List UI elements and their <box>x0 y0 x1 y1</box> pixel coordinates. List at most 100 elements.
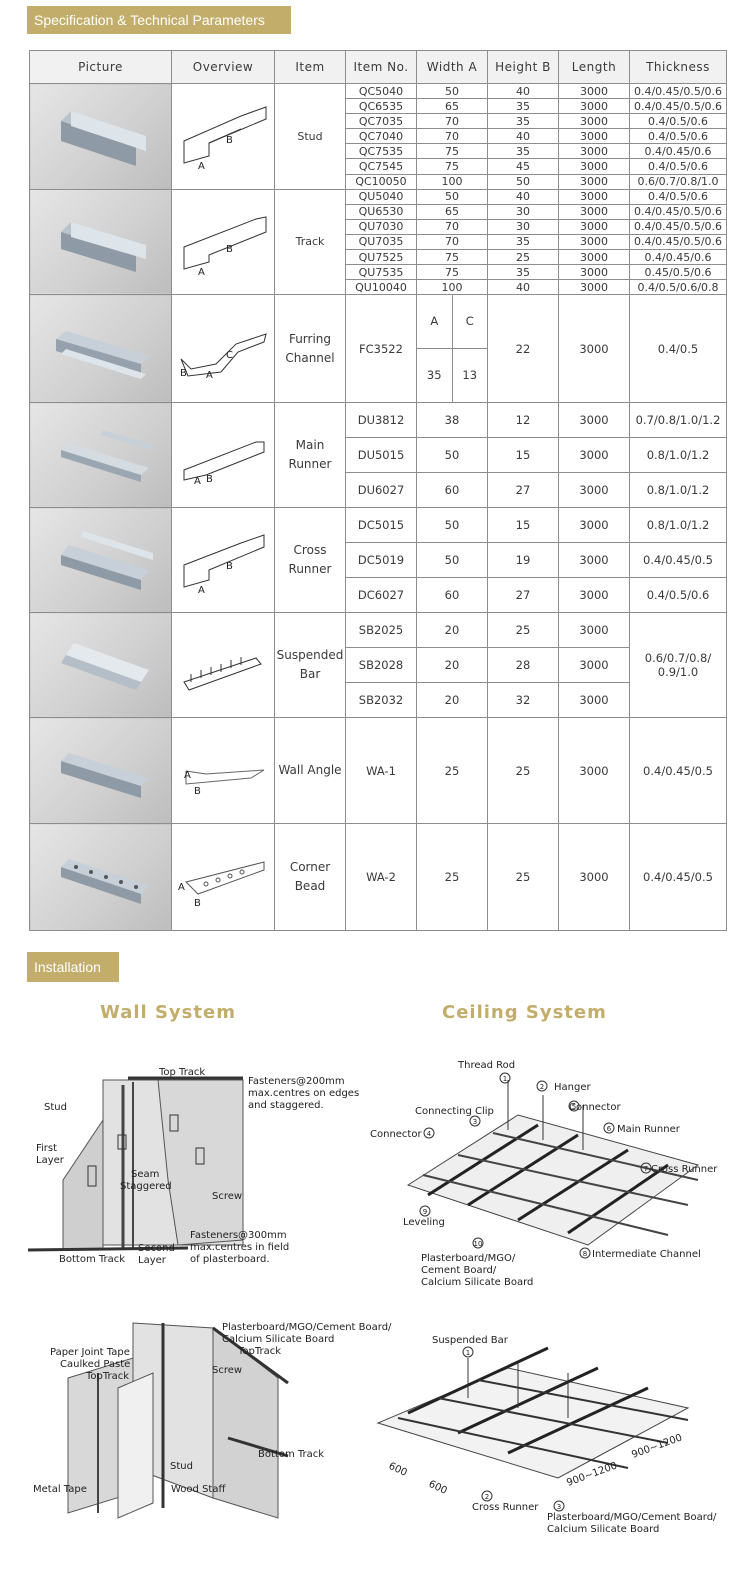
svg-text:6: 6 <box>607 1125 612 1133</box>
suspended-bar-thickness: 0.6/0.7/0.8/0.9/1.0 <box>629 612 727 719</box>
spec-table: Picture Overview Item Item No. Width A H… <box>29 50 727 932</box>
furring-photo <box>29 294 172 404</box>
svg-text:Main Runner: Main Runner <box>617 1124 681 1135</box>
svg-text:1: 1 <box>466 1349 470 1357</box>
svg-text:Seam: Seam <box>131 1169 159 1180</box>
svg-text:Cement Board/: Cement Board/ <box>421 1265 497 1276</box>
corner-bead-photo <box>29 823 172 932</box>
svg-text:of plasterboard.: of plasterboard. <box>190 1254 270 1265</box>
svg-text:Connector: Connector <box>370 1129 422 1140</box>
svg-text:Plasterboard/MGO/Cement Board/: Plasterboard/MGO/Cement Board/ <box>547 1512 717 1523</box>
track-name: Track <box>274 188 346 296</box>
svg-text:Leveling: Leveling <box>403 1217 445 1228</box>
suspended-bar-diagram <box>171 612 275 719</box>
svg-text:A: A <box>198 585 205 595</box>
wall-system-diagram-2: Plasterboard/MGO/Cement Board/ Calcium S… <box>33 1322 392 1519</box>
stud-name: Stud <box>274 83 346 190</box>
svg-text:Connecting Clip: Connecting Clip <box>415 1106 494 1117</box>
svg-text:Staggered: Staggered <box>120 1181 172 1192</box>
svg-text:Second: Second <box>138 1243 175 1254</box>
svg-text:Calcium Silicate Board: Calcium Silicate Board <box>222 1334 334 1345</box>
wall-system-title: Wall System <box>100 1002 236 1023</box>
svg-text:5: 5 <box>572 1103 576 1111</box>
svg-text:Intermediate Channel: Intermediate Channel <box>592 1249 701 1260</box>
svg-text:600: 600 <box>427 1479 449 1497</box>
svg-text:2: 2 <box>540 1083 544 1091</box>
svg-text:B: B <box>226 244 233 255</box>
svg-text:1: 1 <box>503 1075 507 1083</box>
svg-text:B: B <box>226 561 233 572</box>
main-runner-photo <box>29 402 172 509</box>
svg-text:A: A <box>184 770 191 781</box>
svg-text:3: 3 <box>473 1118 477 1126</box>
svg-text:A: A <box>178 882 185 893</box>
svg-text:Plasterboard/MGO/: Plasterboard/MGO/ <box>421 1253 516 1264</box>
svg-text:Calcium Silicate Board: Calcium Silicate Board <box>421 1277 533 1288</box>
col-picture: Picture <box>29 50 172 84</box>
svg-text:B: B <box>226 135 233 146</box>
svg-text:Wood Staff: Wood Staff <box>171 1484 226 1495</box>
svg-text:Hanger: Hanger <box>554 1082 591 1093</box>
svg-text:3: 3 <box>557 1503 561 1511</box>
svg-text:7: 7 <box>644 1165 648 1173</box>
svg-text:Stud: Stud <box>44 1102 67 1113</box>
svg-text:Metal Tape: Metal Tape <box>33 1484 87 1495</box>
svg-text:TopTrack: TopTrack <box>237 1346 281 1357</box>
svg-text:Cross Runner: Cross Runner <box>472 1502 539 1513</box>
svg-text:Bottom Track: Bottom Track <box>258 1449 324 1460</box>
svg-text:A: A <box>198 267 205 277</box>
svg-text:10: 10 <box>474 1240 483 1248</box>
svg-text:B: B <box>194 786 201 797</box>
svg-text:Bottom Track: Bottom Track <box>59 1254 125 1265</box>
col-width-a: Width A <box>416 50 488 84</box>
svg-text:Cross Runner: Cross Runner <box>651 1164 718 1175</box>
ceiling-system-title: Ceiling System <box>442 1002 607 1023</box>
col-length: Length <box>558 50 630 84</box>
svg-text:B: B <box>206 474 213 485</box>
svg-text:8: 8 <box>583 1250 587 1258</box>
svg-text:Paper Joint Tape: Paper Joint Tape <box>50 1347 130 1358</box>
svg-text:Connector: Connector <box>569 1102 621 1113</box>
svg-text:and staggered.: and staggered. <box>248 1100 324 1111</box>
stud-photo <box>29 83 172 190</box>
svg-text:TopTrack: TopTrack <box>85 1371 129 1382</box>
suspended-bar-photo <box>29 612 172 719</box>
svg-text:Thread Rod: Thread Rod <box>457 1060 515 1071</box>
col-overview: Overview <box>171 50 275 84</box>
wall-angle-photo <box>29 717 172 825</box>
svg-text:Top Track: Top Track <box>158 1067 205 1078</box>
svg-text:Screw: Screw <box>212 1191 242 1202</box>
svg-text:Calcium Silicate Board: Calcium Silicate Board <box>547 1524 659 1535</box>
track-photo <box>29 188 172 296</box>
col-item-no: Item No. <box>345 50 417 84</box>
